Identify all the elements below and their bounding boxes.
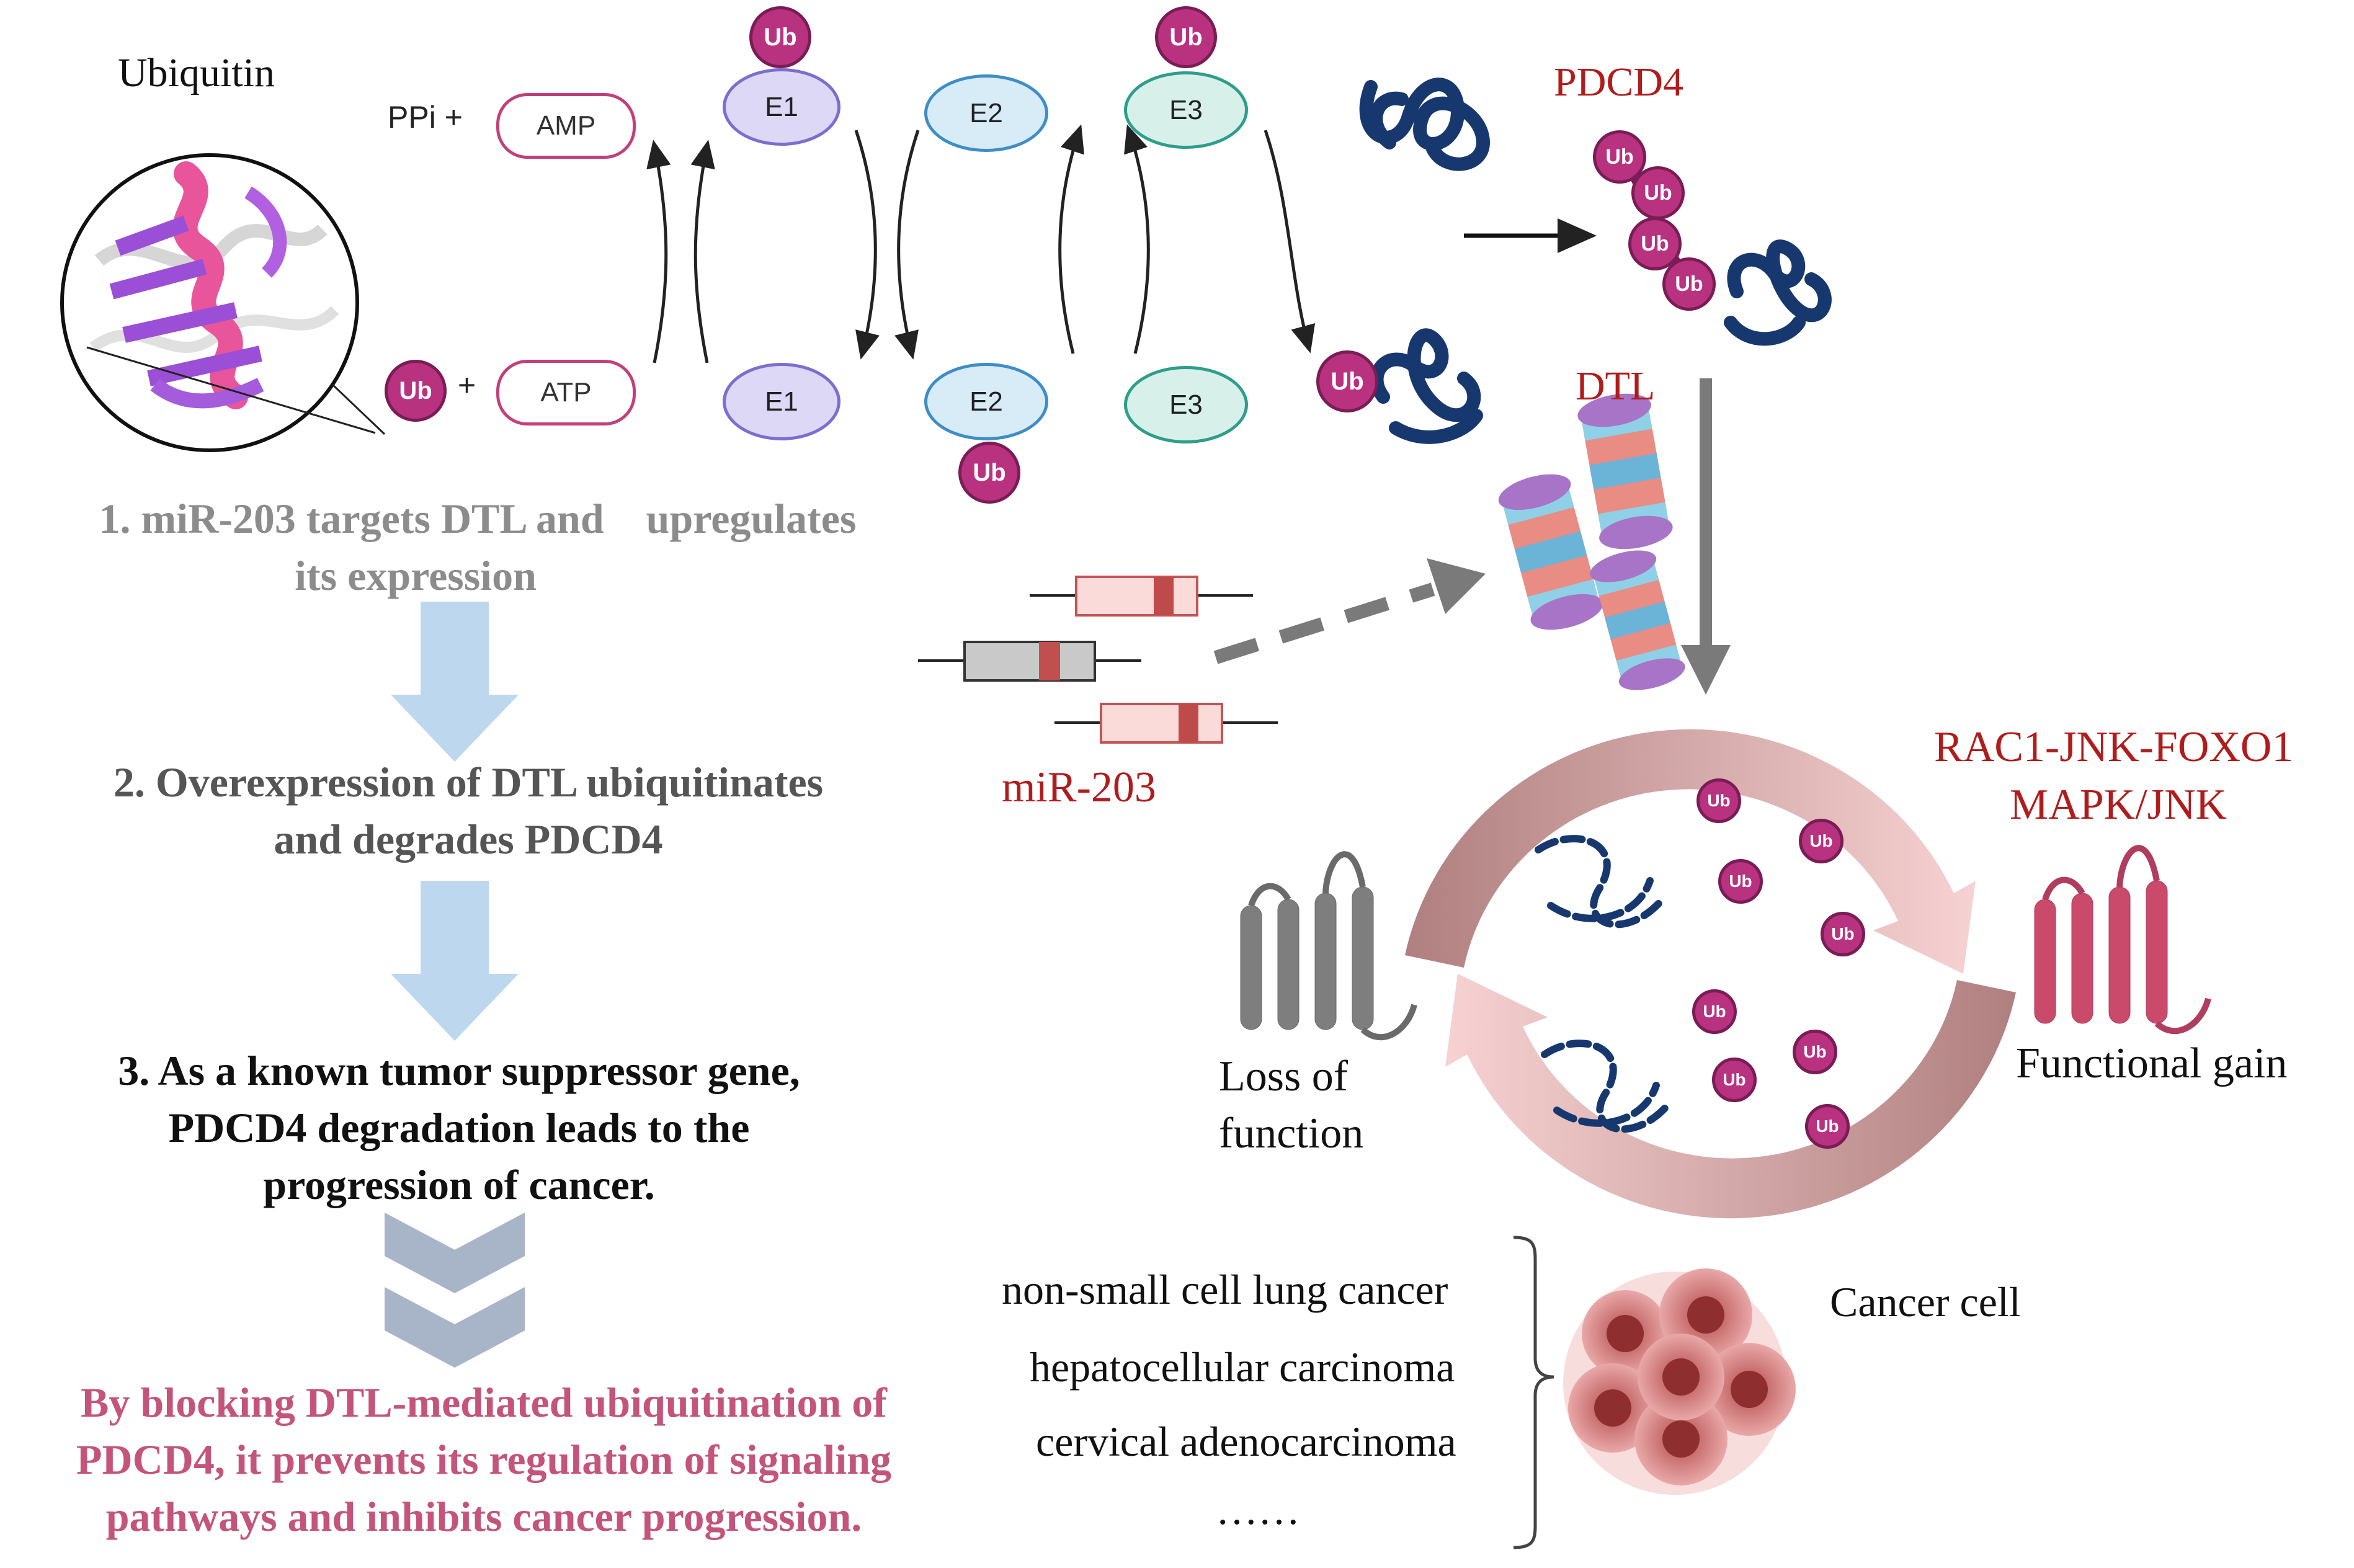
ub-free-3-label: Ub [1729,871,1752,891]
cancer-cell-label: Cancer cell [1830,1278,2021,1325]
cancer-item-3: cervical adenocarcinoma [1036,1418,1456,1465]
step-1-line-1: 1. miR-203 targets DTL and upregulates [99,495,857,542]
cascade-arrows [646,124,1316,363]
ub-free-7: Ub [1712,1058,1757,1102]
conclusion: By blocking DTL-mediated ubiquitination … [0,1374,968,1545]
ub-chain-3: Ub [1628,217,1682,270]
atp-pill: ATP [496,360,636,425]
step-arrow-2 [391,881,519,1041]
receptor-functional-gain [2034,845,2211,1035]
e1-bottom-label: E1 [765,386,798,417]
step-3: 3. As a known tumor suppressor gene, PDC… [0,1042,918,1213]
ub-free: Ub [385,360,447,422]
conclusion-line-1: By blocking DTL-mediated ubiquitination … [81,1379,887,1426]
conclusion-line-3: pathways and inhibits cancer progression… [105,1493,862,1540]
cancer-cell-cluster [1563,1268,1796,1495]
ub-free-label: Ub [399,376,432,404]
pdcd4-protein-ubiquitinated [1724,239,1832,346]
cancer-item-2: hepatocellular carcinoma [1030,1343,1455,1391]
ub-on-e3-label: Ub [1169,23,1203,51]
step-2-line-2: and degrades PDCD4 [274,816,663,863]
e2-bottom: E2 [924,363,1048,440]
cancer-item-4: …… [1216,1486,1300,1533]
ubiquitin-title: Ubiquitin [118,50,275,96]
dtl-label: DTL [1576,363,1656,409]
ub-free-5: Ub [1692,989,1737,1034]
ub-on-e2-label: Ub [973,458,1006,486]
ub-on-e1-label: Ub [764,23,797,51]
amp-pill: AMP [496,93,636,159]
loss-line-1: Loss of [1219,1053,1349,1100]
ub-free-8-label: Ub [1816,1116,1839,1136]
step-3-line-2: PDCD4 degradation leads to the [168,1104,750,1151]
e1-top: E1 [723,68,840,146]
pathway-label-1: RAC1-JNK-FOXO1 [1934,723,2294,771]
step-3-line-1: 3. As a known tumor suppressor gene, [118,1047,800,1094]
dtl-proteins [1498,393,1685,690]
pathway-label-2: MAPK/JNK [2010,781,2227,829]
ub-free-6: Ub [1793,1030,1837,1074]
ub-free-4: Ub [1821,912,1865,956]
loss-line-2: function [1219,1110,1364,1157]
ub-on-e2: Ub [958,442,1020,504]
functional-gain-label: Functional gain [2016,1040,2288,1087]
ub-free-1: Ub [1696,778,1741,823]
step-2-line-1: 2. Overexpression of DTL ubiquitinates [113,759,824,806]
ub-free-3: Ub [1718,859,1763,904]
ub-chain-2: Ub [1631,166,1685,220]
ub-on-pdcd4-label: Ub [1331,367,1364,395]
e3-top-label: E3 [1169,94,1203,125]
step-1: 1. miR-203 targets DTL and upregulates i… [25,490,930,604]
step-chevrons [385,1213,525,1368]
plus-sign: + [458,368,476,403]
ub-free-4-label: Ub [1831,924,1855,943]
ub-chain-2-label: Ub [1644,180,1672,205]
degraded-pdcd4-fragments [1535,835,1672,1133]
loss-of-function-label: Loss of function [1219,1048,1363,1162]
ppi-label: PPi + [388,100,463,135]
ub-on-e3: Ub [1155,6,1217,68]
e3-bottom-label: E3 [1169,389,1203,420]
pdcd4-label: PDCD4 [1554,60,1684,105]
mir-203-genes [918,576,1278,744]
ub-on-pdcd4: Ub [1316,350,1378,412]
ub-free-1-label: Ub [1707,791,1731,810]
conclusion-line-2: PDCD4, it prevents its regulation of sig… [76,1436,892,1483]
e3-bottom: E3 [1124,366,1248,443]
e1-bottom: E1 [723,363,840,440]
e3-top: E3 [1124,71,1248,149]
mir-203-label: miR-203 [1002,764,1156,811]
receptor-loss-of-function [1240,851,1417,1041]
signal-cycle-ring [1405,729,2016,1219]
ubiquitin-structure [60,153,386,452]
ub-chain-1: Ub [1593,130,1646,184]
ub-free-2: Ub [1799,819,1844,863]
dtl-down-arrow [1681,378,1731,695]
pdcd4-protein-bottom [1370,328,1483,444]
ub-on-e1: Ub [749,6,811,68]
ub-chain-1-label: Ub [1605,145,1634,169]
ub-chain-3-label: Ub [1641,231,1669,256]
ub-free-6-label: Ub [1803,1042,1827,1061]
step-2: 2. Overexpression of DTL ubiquitinates a… [0,754,937,868]
ub-free-8: Ub [1805,1104,1850,1149]
step-3-line-3: progression of cancer. [263,1161,655,1208]
ub-free-2-label: Ub [1809,831,1833,850]
e2-top-label: E2 [970,97,1003,128]
cancer-brace [1513,1236,1554,1549]
mir-to-dtl-dashed-arrow [1213,558,1486,664]
step-1-line-2: its expression [295,552,537,599]
e2-top: E2 [924,74,1048,152]
step-arrow-1 [391,602,519,762]
cancer-item-1: non-small cell lung cancer [1002,1266,1448,1313]
ub-free-5-label: Ub [1703,1002,1726,1021]
ub-chain-4-label: Ub [1675,272,1703,296]
atp-label: ATP [540,377,592,408]
ub-chain-4: Ub [1662,257,1716,311]
ub-free-7-label: Ub [1723,1070,1746,1089]
amp-label: AMP [536,110,596,141]
e2-bottom-label: E2 [970,386,1003,417]
pdcd4-protein-top [1359,78,1490,171]
e1-top-label: E1 [765,91,798,122]
